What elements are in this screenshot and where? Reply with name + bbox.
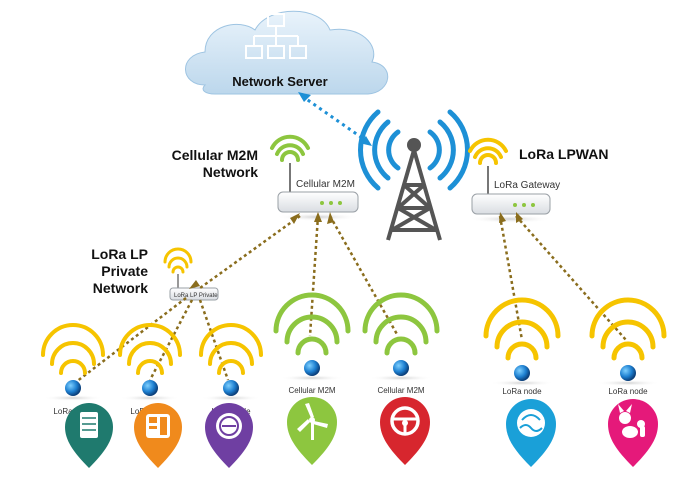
node-2: LoRa node — [118, 323, 182, 468]
node-4: Cellular M2M — [273, 292, 351, 465]
lora-private-device: LoRa LP Private — [163, 247, 219, 301]
yellow-signal-icon — [483, 297, 561, 361]
link-arrows — [189, 212, 523, 289]
green-signal-icon — [270, 134, 310, 162]
yellow-signal-icon — [163, 247, 193, 274]
uplink-arrow-top — [298, 92, 311, 102]
node-3: LoRa node — [199, 323, 263, 468]
lora-gateway-label: LoRa Gateway — [494, 180, 560, 191]
cellular-title-line1: Cellular M2M — [172, 147, 258, 163]
node-5-label: Cellular M2M — [377, 386, 424, 395]
server-uplink — [301, 94, 369, 144]
private-title-line2: Private — [101, 263, 148, 279]
link-lines — [75, 214, 627, 383]
cellular-device-label: Cellular M2M — [296, 179, 355, 190]
private-title-line3: Network — [93, 280, 148, 296]
node-6-label: LoRa node — [502, 387, 542, 396]
lora-private-device-label: LoRa LP Private — [174, 293, 218, 299]
cell-tower-icon — [358, 109, 470, 241]
network-server-label: Network Server — [232, 74, 327, 89]
node-6: LoRa node — [483, 297, 561, 467]
cellular-m2m-device: Cellular M2M — [270, 134, 360, 221]
yellow-signal-icon — [199, 323, 263, 375]
private-title-line1: LoRa LP — [91, 246, 148, 262]
green-signal-icon — [362, 292, 440, 356]
yellow-signal-icon — [589, 297, 667, 361]
cellular-title-line2: Network — [203, 164, 258, 180]
lora-gateway-device: LoRa Gateway — [468, 137, 560, 223]
yellow-signal-icon — [118, 323, 182, 375]
yellow-signal-icon — [468, 137, 508, 165]
node-7-label: LoRa node — [608, 387, 648, 396]
green-signal-icon — [273, 292, 351, 356]
network-server-cloud: Network Server — [185, 10, 389, 95]
lpwan-title: LoRa LPWAN — [519, 146, 608, 162]
node-4-label: Cellular M2M — [288, 386, 335, 395]
yellow-signal-icon — [41, 323, 105, 375]
node-5: Cellular M2M — [362, 292, 440, 465]
node-1: LoRa node — [41, 323, 113, 468]
network-topology-icon — [245, 13, 307, 59]
node-7: LoRa node — [589, 297, 667, 467]
